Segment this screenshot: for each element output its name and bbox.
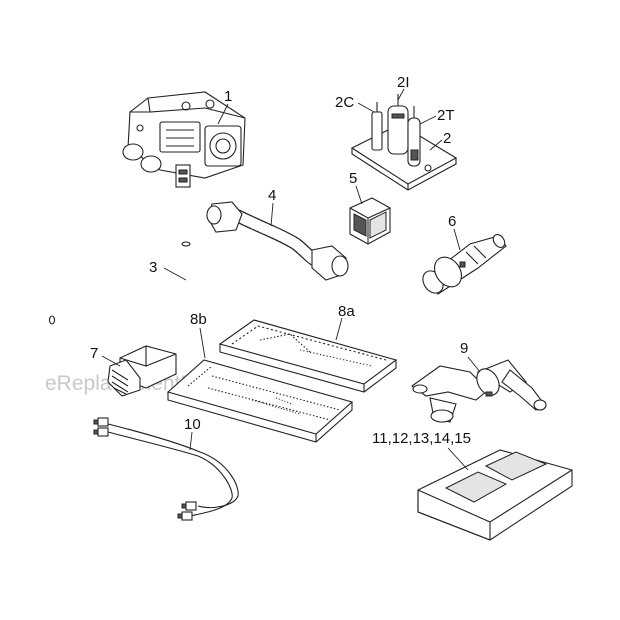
- leader-2i: [397, 88, 405, 101]
- label-9: 9: [460, 340, 468, 357]
- label-2: 2: [443, 130, 451, 147]
- leader-11-15: [447, 447, 469, 471]
- part-9-pilot-bracket[interactable]: [411, 359, 547, 423]
- label-5: 5: [349, 170, 357, 187]
- leader-4: [270, 202, 274, 227]
- label-10: 10: [184, 416, 201, 433]
- leader-1: [217, 103, 229, 125]
- leader-2t: [419, 115, 437, 125]
- leader-10: [189, 431, 193, 451]
- label-6: 6: [448, 213, 456, 230]
- label-3: 3: [149, 259, 157, 276]
- part-2-pilot-assembly[interactable]: [350, 94, 458, 191]
- label-1: 1: [224, 88, 232, 105]
- leader-2: [429, 139, 443, 151]
- label-8b: 8b: [190, 311, 207, 328]
- leader-8b: [199, 327, 206, 359]
- leader-7: [101, 355, 121, 367]
- part-4-flex-hose[interactable]: [206, 201, 349, 281]
- leader-8a: [335, 317, 343, 341]
- label-8a: 8a: [338, 303, 355, 320]
- label-11-15: 11,12,13,14,15: [372, 430, 471, 447]
- label-4: 4: [268, 187, 276, 204]
- part-8a-burner-plate[interactable]: [218, 319, 398, 393]
- leader-9: [467, 356, 481, 373]
- part-6-igniter[interactable]: [419, 232, 507, 297]
- part-3-bent-tube[interactable]: [48, 241, 193, 337]
- leader-5: [355, 185, 363, 205]
- label-2c: 2C: [335, 94, 354, 111]
- leader-2c: [357, 102, 375, 113]
- part-8b-burner-plate[interactable]: [166, 359, 354, 443]
- label-7: 7: [90, 345, 98, 362]
- part-1-gas-valve[interactable]: [122, 91, 246, 188]
- part-10-wire-harness[interactable]: [93, 417, 239, 521]
- leader-3: [163, 267, 187, 281]
- leader-6: [453, 228, 461, 251]
- part-7-fitting[interactable]: [107, 345, 177, 397]
- part-5-rocker-switch[interactable]: [349, 197, 391, 245]
- label-2i: 2I: [397, 74, 410, 91]
- part-11-15-panel-kit[interactable]: [417, 449, 573, 541]
- label-2t: 2T: [437, 107, 455, 124]
